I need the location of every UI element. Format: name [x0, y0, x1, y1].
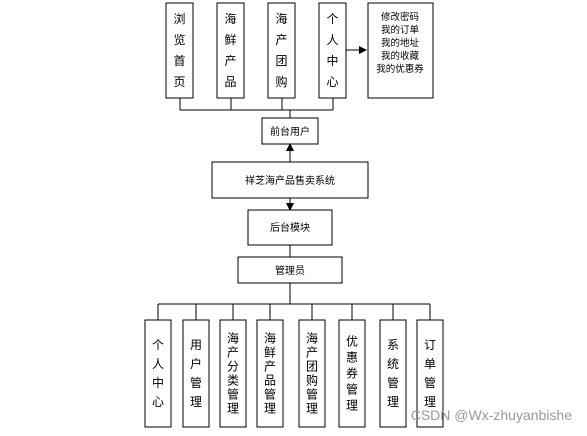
bottom-module-personal-center: 个人中心	[144, 319, 172, 428]
frontend-user-label: 前台用户	[270, 125, 310, 138]
admin-label: 管理员	[275, 264, 305, 277]
top-connectors	[157, 46, 431, 320]
admin-box: 管理员	[237, 256, 343, 284]
top-module-browse-home: 浏览首页	[165, 2, 194, 99]
top-module-label: 个人中心	[326, 12, 338, 89]
bottom-module-label: 个人中心	[152, 338, 164, 409]
personal-function-item: 我的订单	[381, 24, 420, 36]
top-module-label: 海鲜产品	[224, 11, 236, 89]
bottom-module-seafood-product-management: 海鲜产品管理	[256, 319, 284, 428]
bottom-module-order-management: 订单管理	[416, 319, 444, 428]
top-module-label: 海产团购	[275, 11, 287, 89]
system-name-box: 祥芝海产品售卖系统	[211, 161, 369, 199]
backend-module-label: 后台模块	[270, 221, 310, 234]
bottom-module-label: 优惠券管理	[346, 335, 358, 413]
top-module-label: 浏览首页	[173, 12, 185, 89]
watermark-text: CSDN @Wx-zhuyanbishe	[411, 407, 572, 423]
bottom-module-label: 海产团购管理	[306, 331, 318, 416]
bottom-module-label: 系统管理	[387, 338, 399, 409]
personal-function-item: 我的地址	[381, 37, 420, 49]
bottom-module-coupon-management: 优惠券管理	[338, 319, 366, 428]
backend-module-box: 后台模块	[247, 209, 333, 246]
top-module-group-buy: 海产团购	[267, 2, 296, 99]
personal-functions-box: 修改密码 我的订单 我的地址 我的收藏 我的优惠券	[367, 2, 434, 99]
personal-function-item: 我的收藏	[381, 50, 420, 62]
personal-function-item: 修改密码	[381, 11, 419, 23]
bottom-module-seafood-category-management: 海产分类管理	[219, 319, 247, 428]
bottom-module-label: 用户管理	[190, 338, 202, 409]
top-module-seafood-products: 海鲜产品	[216, 2, 245, 99]
bottom-module-label: 海产分类管理	[227, 331, 239, 416]
frontend-user-box: 前台用户	[261, 117, 319, 145]
bottom-module-system-management: 系统管理	[379, 319, 407, 428]
bottom-module-group-buy-management: 海产团购管理	[298, 319, 326, 428]
top-module-personal-center: 个人中心	[318, 2, 347, 99]
system-name-label: 祥芝海产品售卖系统	[245, 174, 335, 187]
bottom-modules: 个人中心 用户管理 海产分类管理 海鲜产品管理 海产团购管理 优惠券管理 系统管理 订单管理	[144, 319, 444, 428]
bottom-module-label: 海鲜产品管理	[264, 331, 276, 416]
bottom-module-label: 订单管理	[424, 338, 436, 409]
personal-function-item: 我的优惠券	[376, 63, 424, 75]
bottom-module-user-management: 用户管理	[182, 319, 210, 428]
